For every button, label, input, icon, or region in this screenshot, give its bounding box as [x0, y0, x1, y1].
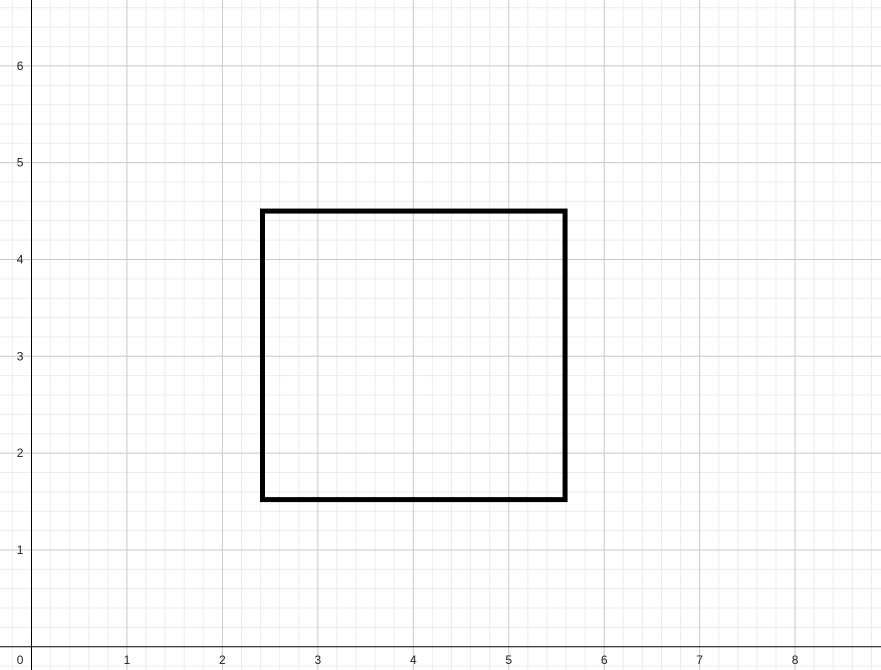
rectangle-shape[interactable] — [259, 208, 568, 503]
x-tick-label: 3 — [315, 653, 322, 667]
y-tick-label: 2 — [17, 446, 24, 460]
y-tick-label: 4 — [17, 252, 24, 266]
y-tick-labels: 1 2 3 4 5 6 — [17, 59, 24, 557]
x-tick-label: 5 — [505, 653, 512, 667]
x-tick-label: 1 — [124, 653, 131, 667]
origin-label: 0 — [17, 653, 24, 667]
x-tick-label: 6 — [601, 653, 608, 667]
x-tick-label: 4 — [410, 653, 417, 667]
x-tick-label: 7 — [696, 653, 703, 667]
x-tick-label: 2 — [219, 653, 226, 667]
y-tick-label: 5 — [17, 156, 24, 170]
x-tick-label: 8 — [792, 653, 799, 667]
y-tick-label: 6 — [17, 59, 24, 73]
y-tick-label: 3 — [17, 349, 24, 363]
shapes[interactable] — [259, 208, 568, 503]
y-tick-label: 1 — [17, 543, 24, 557]
x-tick-labels: 1 2 3 4 5 6 7 8 — [124, 653, 799, 667]
